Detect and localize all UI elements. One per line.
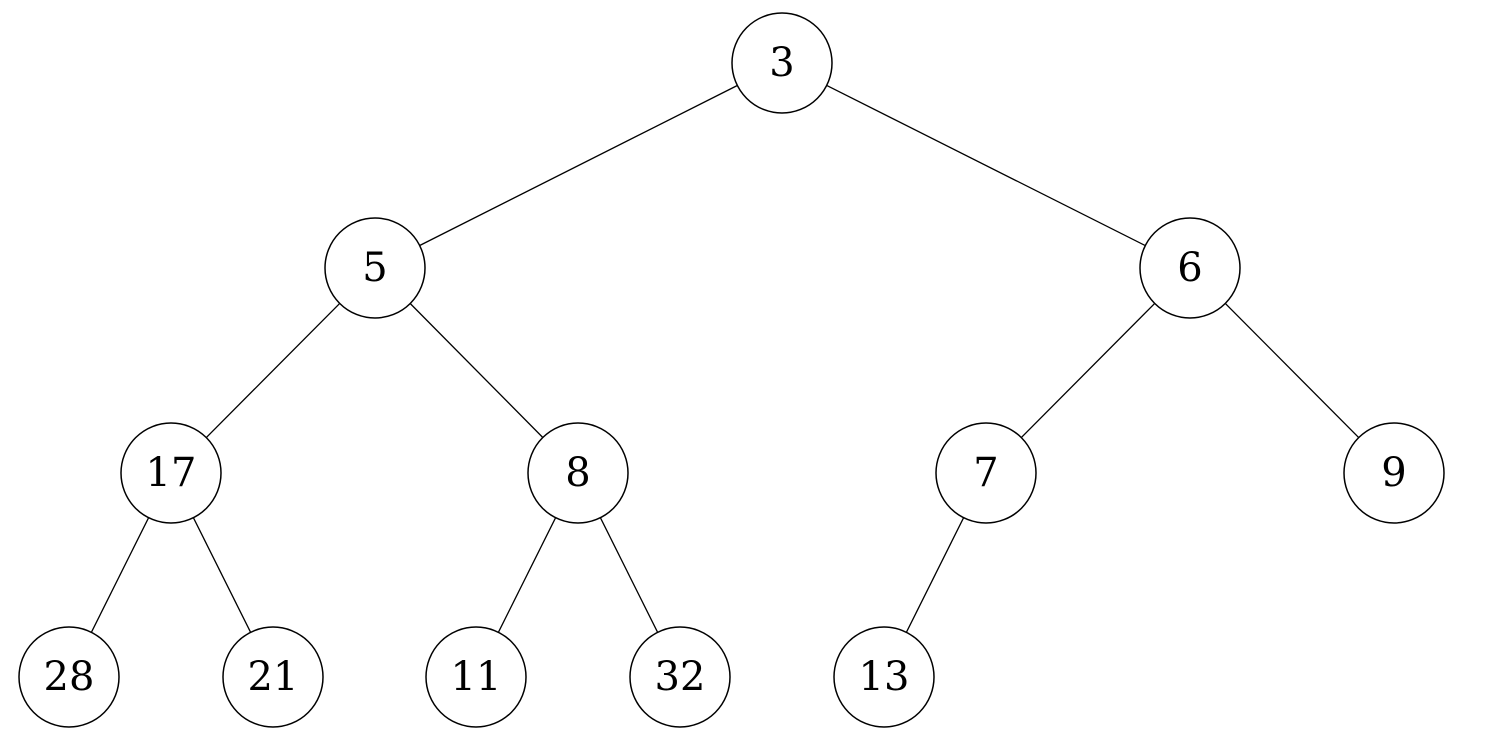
node-label: 13 (859, 654, 910, 700)
node-label: 8 (565, 450, 590, 496)
node-label: 21 (248, 654, 299, 700)
node-circle (527, 422, 629, 524)
tree-nodes: 3 5 6 17 8 7 9 28 21 11 32 13 (18, 12, 1445, 728)
node-circle (1343, 422, 1445, 524)
tree-node-5: 5 (324, 217, 426, 319)
node-circle (629, 626, 731, 728)
node-circle (833, 626, 935, 728)
node-circle (18, 626, 120, 728)
node-circle (425, 626, 527, 728)
edge-n3-n5 (419, 84, 738, 247)
node-label: 11 (451, 654, 502, 700)
edge-n6-n7 (1020, 302, 1156, 439)
edge-n5-n8 (409, 303, 544, 438)
tree-node-28: 28 (18, 626, 120, 728)
node-label: 5 (362, 245, 387, 291)
tree-node-21: 21 (222, 626, 324, 728)
edge-n8-n32 (599, 517, 659, 633)
tree-node-11: 11 (425, 626, 527, 728)
edge-n5-n17 (205, 302, 341, 439)
node-label: 28 (44, 654, 95, 700)
node-circle (324, 217, 426, 319)
tree-node-9: 9 (1343, 422, 1445, 524)
tree-node-13: 13 (833, 626, 935, 728)
node-circle (935, 422, 1037, 524)
node-circle (120, 422, 222, 524)
tree-node-7: 7 (935, 422, 1037, 524)
node-label: 6 (1177, 245, 1202, 291)
tree-edges (90, 84, 1360, 633)
node-label: 9 (1381, 450, 1406, 496)
tree-node-8: 8 (527, 422, 629, 524)
tree-node-3: 3 (731, 12, 833, 114)
node-circle (731, 12, 833, 114)
edge-n17-n28 (90, 517, 150, 633)
node-circle (222, 626, 324, 728)
node-label: 17 (146, 450, 197, 496)
node-label: 3 (769, 40, 794, 86)
tree-node-17: 17 (120, 422, 222, 524)
edge-n3-n6 (826, 84, 1146, 247)
edge-n17-n21 (192, 517, 252, 633)
tree-node-32: 32 (629, 626, 731, 728)
node-label: 7 (973, 450, 998, 496)
edge-n8-n11 (497, 517, 557, 633)
tree-node-6: 6 (1139, 217, 1241, 319)
node-label: 32 (655, 654, 706, 700)
node-circle (1139, 217, 1241, 319)
edge-n6-n9 (1224, 302, 1360, 439)
edge-n7-n13 (905, 517, 965, 633)
